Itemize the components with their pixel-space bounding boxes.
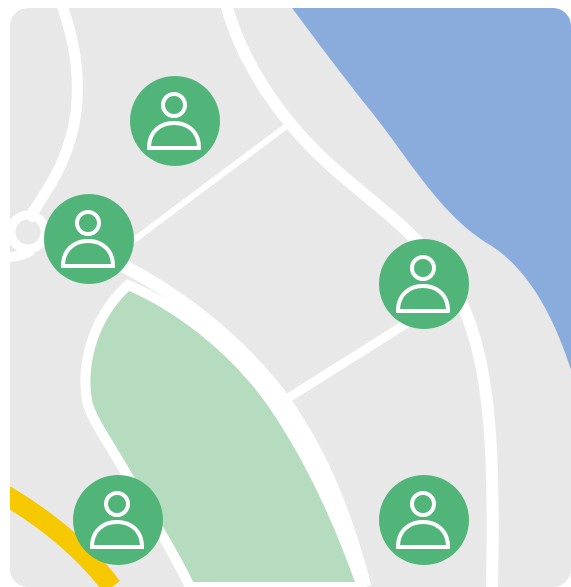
connector-road-east: [282, 311, 423, 404]
person-icon: [395, 255, 451, 313]
marker-circle: [130, 76, 220, 166]
marker-circle: [73, 475, 163, 565]
left-road: [23, 8, 83, 223]
person-marker[interactable]: [130, 76, 220, 166]
person-marker[interactable]: [379, 239, 469, 329]
person-icon: [89, 491, 145, 549]
connector-road-north: [108, 122, 290, 261]
highway: [10, 483, 120, 587]
marker-circle: [379, 239, 469, 329]
marker-circle: [379, 475, 469, 565]
main-road: [87, 244, 372, 587]
person-marker[interactable]: [73, 475, 163, 565]
water-area: [286, 8, 571, 370]
person-icon: [60, 210, 116, 268]
person-marker[interactable]: [379, 475, 469, 565]
marker-circle: [44, 194, 134, 284]
person-icon: [146, 92, 202, 150]
person-icon: [395, 491, 451, 549]
person-marker[interactable]: [44, 194, 134, 284]
